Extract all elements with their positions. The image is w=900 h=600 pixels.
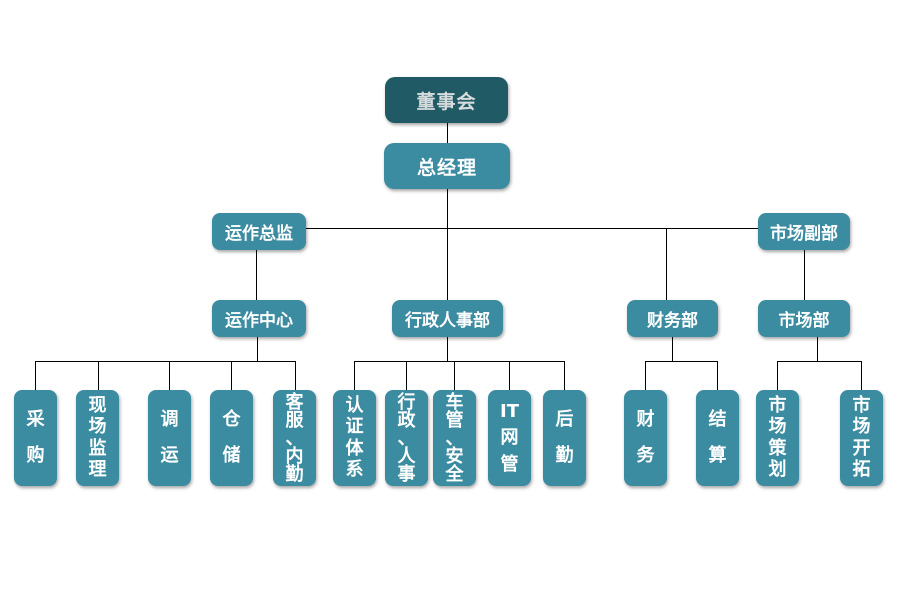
org-node-admin-personnel: 行政、人事 [385,390,428,486]
connector-line [509,361,510,390]
connector-line [804,250,805,300]
org-node-label: 车管、安全 [445,392,464,485]
connector-line [645,361,646,390]
org-node-label: 市场副部 [770,224,838,244]
org-node-market-development: 市场开拓 [840,390,883,486]
connector-line [717,361,718,390]
org-node-label: 市场开拓 [852,395,871,480]
connector-line [861,361,862,390]
connector-line [777,361,861,362]
org-node-finance: 财务 [624,390,667,486]
org-node-vehicle-safety: 车管、安全 [433,390,476,486]
connector-line [447,337,448,361]
connector-line [454,361,455,390]
connector-line [231,361,232,390]
connector-line [98,361,99,390]
connector-line [672,337,673,361]
org-node-transport: 调运 [148,390,191,486]
org-node-label: 行政人事部 [405,311,490,331]
connector-line [354,361,564,362]
org-node-board: 董事会 [385,77,508,123]
connector-line [35,361,36,390]
org-node-site-supervision: 现场监理 [76,390,119,486]
org-node-label: 现场监理 [88,395,107,480]
org-node-label: 调运 [160,409,179,466]
connector-line [295,361,296,390]
connector-line [406,361,407,390]
org-node-general-manager: 总经理 [384,143,510,189]
org-node-procurement: 采购 [14,390,57,486]
org-node-label: 董事会 [416,90,477,113]
connector-line [306,228,758,229]
org-node-label: 客服、内勤 [285,392,304,485]
org-node-label: 运作中心 [225,311,293,331]
org-node-warehousing: 仓储 [210,390,253,486]
connector-line [777,361,778,390]
org-node-admin-hr-dept: 行政人事部 [392,300,503,337]
org-node-logistics: 后勤 [543,390,586,486]
connector-line [256,250,257,300]
org-node-label: 结算 [708,409,727,466]
org-node-label: 认证体系 [345,395,364,480]
org-node-label: 行政、人事 [397,392,416,485]
connector-line [817,337,818,361]
org-node-label: 后勤 [555,409,574,466]
connector-line [257,337,258,361]
connector-line [447,189,448,300]
org-node-settlement: 结算 [696,390,739,486]
org-node-label: 运作总监 [225,224,293,244]
connector-line [564,361,565,390]
org-node-label: 总经理 [416,156,477,179]
connector-line [666,228,667,300]
org-node-operations-director: 运作总监 [212,213,306,250]
org-node-customer-service: 客服、内勤 [273,390,316,486]
org-node-label: 市场部 [778,311,830,331]
org-node-marketing-planning: 市场策划 [756,390,799,486]
org-node-label: 财务 [636,409,655,466]
org-node-label: 采购 [26,409,45,466]
org-node-certification: 认证体系 [333,390,376,486]
org-node-label: 财务部 [647,311,698,331]
org-node-operations-center: 运作中心 [212,300,306,337]
connector-line [354,361,355,390]
org-node-marketing-dept: 市场部 [758,300,850,337]
org-node-label: 仓储 [222,409,241,466]
org-node-label: 市场策划 [768,395,787,480]
connector-line [169,361,170,390]
connector-line [447,123,448,143]
org-node-marketing-deputy: 市场副部 [758,213,850,250]
connector-line [645,361,717,362]
org-node-finance-dept: 财务部 [627,300,718,337]
connector-line [35,361,295,362]
